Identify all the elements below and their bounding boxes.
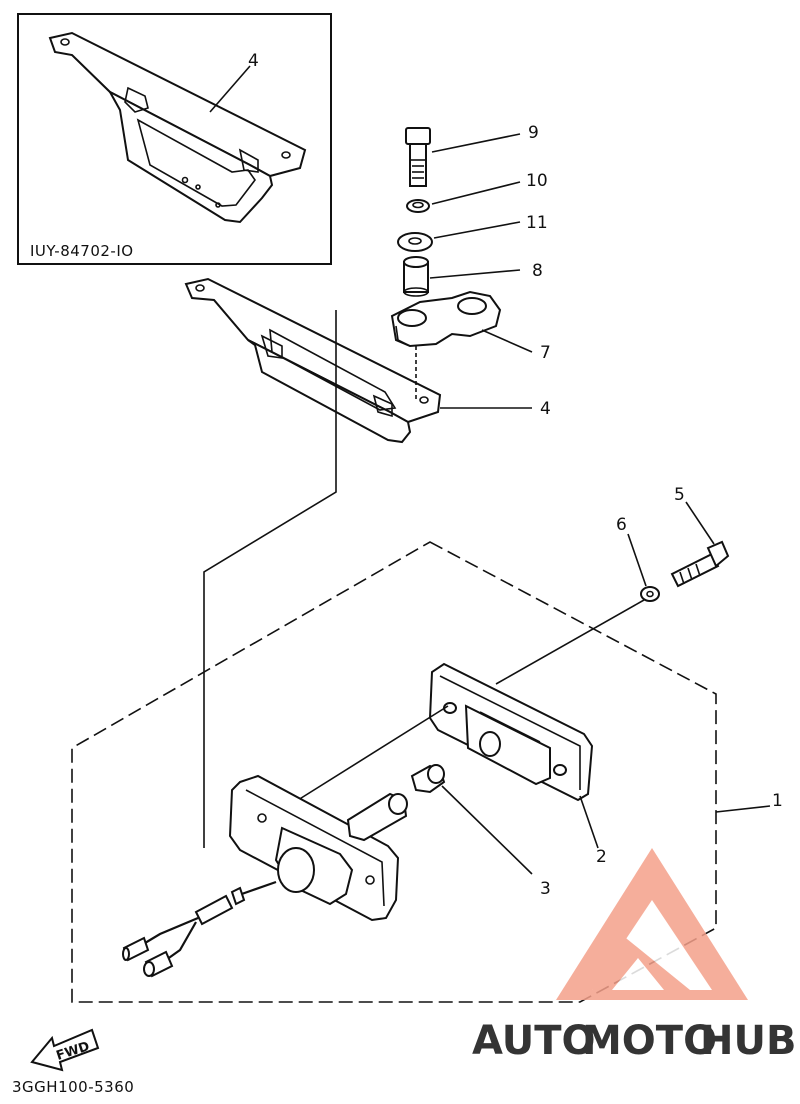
- watermark-text-hub: HUB: [700, 1018, 796, 1064]
- fwd-arrow: FWD: [30, 1028, 100, 1072]
- bracket-arm-7-drawing: [390, 290, 502, 348]
- callout-5: 5: [674, 485, 685, 505]
- callout-11: 11: [526, 213, 548, 233]
- bolt-9-drawing: [405, 127, 431, 187]
- callout-2: 2: [596, 847, 607, 867]
- callout-7: 7: [540, 343, 551, 363]
- lens-2-drawing: [428, 662, 594, 802]
- washer-11-drawing: [397, 232, 433, 252]
- light-assembly-outline: [71, 541, 717, 1003]
- collar-8-drawing: [403, 256, 429, 297]
- washer-6-drawing: [640, 586, 660, 602]
- callout-1: 1: [772, 791, 783, 811]
- watermark-text-moto: MOTO: [582, 1018, 717, 1064]
- assembly-guide-line: [203, 310, 337, 848]
- screw-5-drawing: [670, 540, 730, 588]
- callout-8: 8: [532, 261, 543, 281]
- inset-part-code: IUY-84702-IO: [30, 242, 134, 260]
- bulb-3-drawing: [410, 764, 446, 794]
- lock-washer-10-drawing: [406, 199, 430, 213]
- callout-3: 3: [540, 879, 551, 899]
- watermark-text-auto: AUTO: [472, 1018, 596, 1064]
- callout-9: 9: [528, 123, 539, 143]
- inset-panel: 4 IUY-84702-IO: [17, 13, 332, 265]
- inset-bracket-drawing: [48, 31, 307, 224]
- diagram-code: 3GGH100-5360: [12, 1078, 134, 1096]
- inset-callout-4: 4: [248, 51, 259, 71]
- callout-6: 6: [616, 515, 627, 535]
- callout-4: 4: [540, 399, 551, 419]
- taillight-housing-drawing: [122, 774, 408, 978]
- watermark-logo: AUTO MOTO HUB: [472, 848, 796, 1064]
- callout-10: 10: [526, 171, 548, 191]
- inset-frame: [17, 13, 332, 265]
- license-bracket-drawing: [184, 277, 442, 444]
